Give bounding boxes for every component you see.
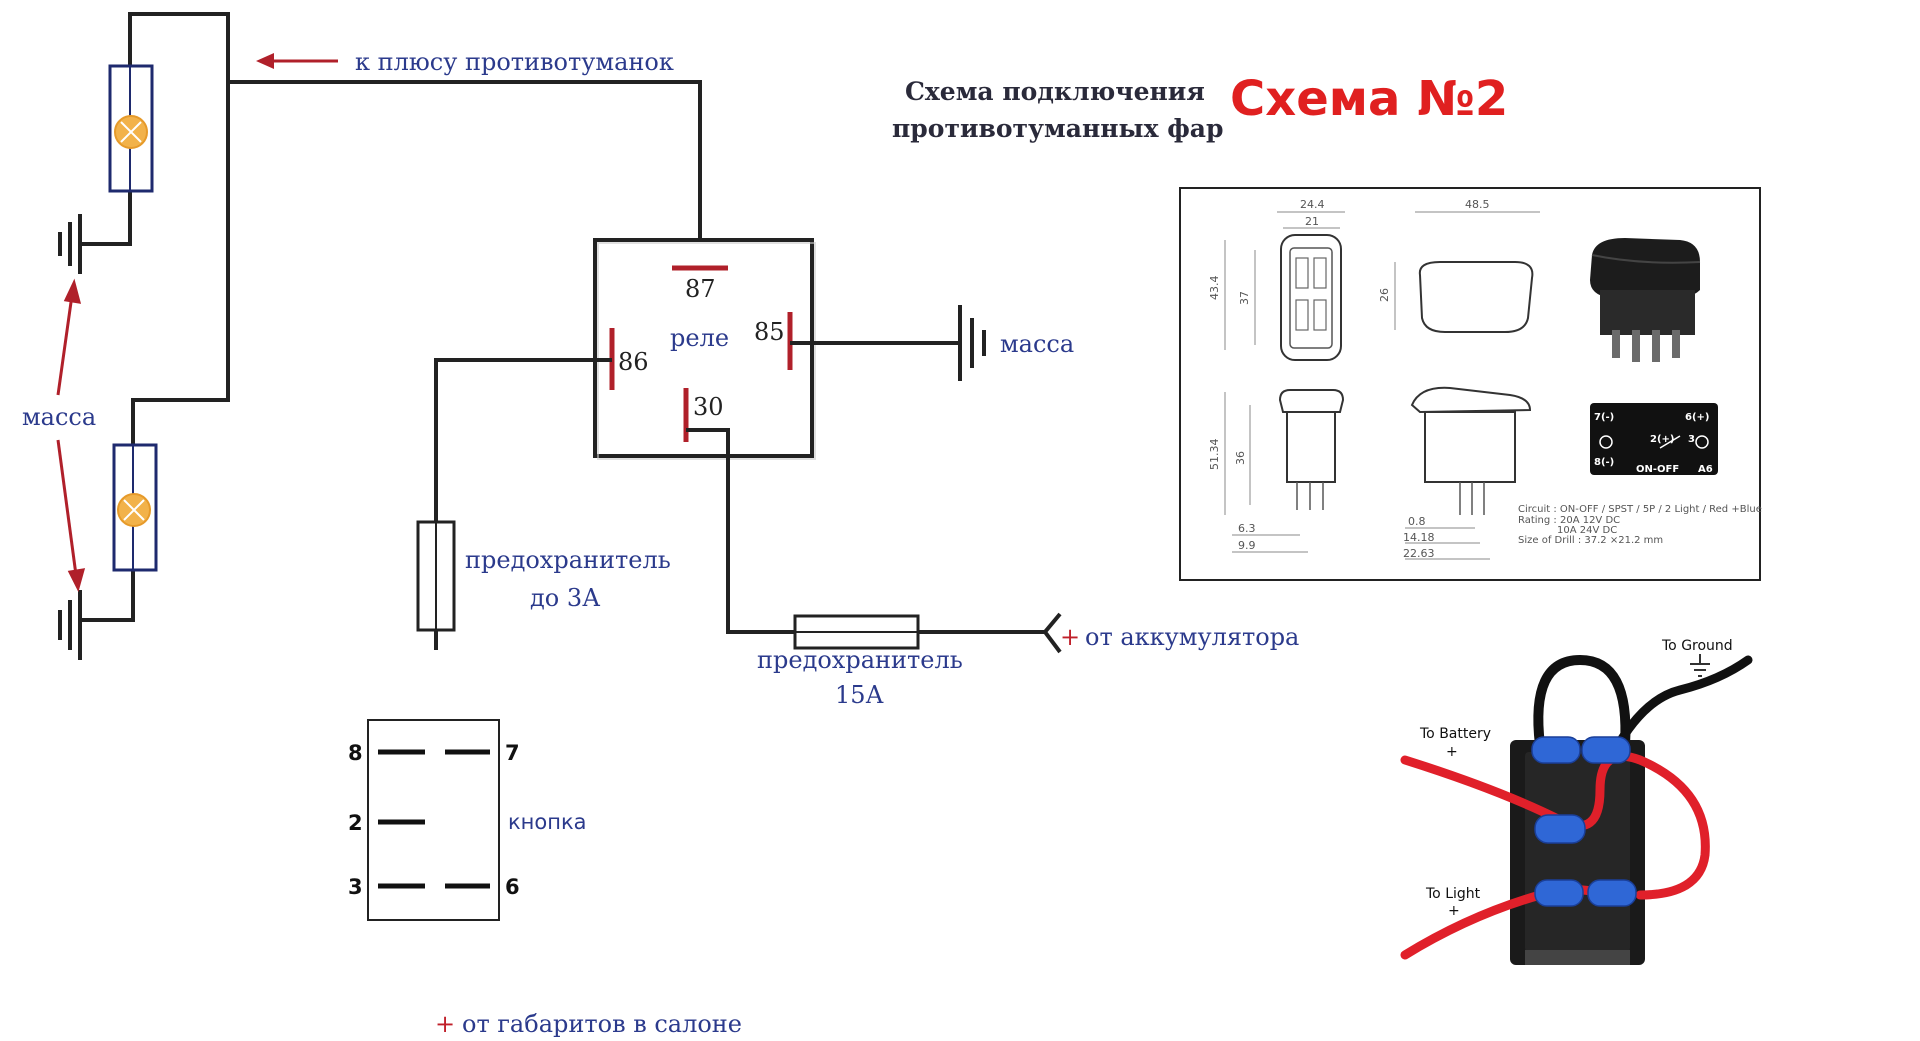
button-pin-7: 7 <box>505 741 520 765</box>
spec-rating-2: 10A 24V DC <box>1557 525 1617 536</box>
switch-technical-drawing: 7(-) 6(+) 2(+) 3 8(-) ON-OFF A6 24.4 21 … <box>1179 187 1762 581</box>
button-pin-2: 2 <box>348 811 363 835</box>
diagram-title-line2: противотуманных фар <box>892 114 1223 143</box>
fuse-15a-label-line1: предохранитель <box>757 646 963 674</box>
fuse-15a <box>793 614 920 650</box>
relay-label: реле <box>670 324 729 352</box>
fuse-15a-label-line2: 15А <box>835 681 884 709</box>
dim-37: 37 <box>1238 291 1251 305</box>
fuse-3a-label-line1: предохранитель <box>465 546 671 574</box>
schematic-pin-8: 8(-) <box>1594 457 1614 468</box>
parking-plus-sign: + <box>435 1010 455 1038</box>
dim-22-63: 22.63 <box>1403 547 1435 560</box>
photo-to-light-label: To Light <box>1425 886 1481 902</box>
relay-wires <box>434 341 1062 654</box>
ground-arrows <box>56 278 86 593</box>
schematic-code: A6 <box>1698 464 1713 475</box>
button-pin-3: 3 <box>348 875 363 899</box>
schematic-pin-6: 6(+) <box>1685 412 1709 423</box>
dim-48-5: 48.5 <box>1465 198 1490 211</box>
dim-36: 36 <box>1234 451 1247 465</box>
fog-lamp-circuit <box>80 12 702 622</box>
to-fog-plus-label: к плюсу противотуманок <box>355 48 674 76</box>
spec-drill-size: Size of Drill : 37.2 ×21.2 mm <box>1518 535 1663 546</box>
rocker-switch-3d-icon <box>1590 238 1701 362</box>
pin-86-label: 86 <box>618 348 649 376</box>
photo-to-ground-label: To Ground <box>1661 638 1733 654</box>
ground-symbol-icon <box>958 305 986 381</box>
spec-rating: Rating : 20A 12V DC <box>1518 515 1620 526</box>
pin-85-label: 85 <box>754 318 785 346</box>
arrow-left-icon <box>256 53 338 69</box>
dim-14-18: 14.18 <box>1403 531 1435 544</box>
dim-51-34: 51.34 <box>1208 439 1221 471</box>
switch-wiring-photo <box>1400 654 1753 965</box>
schematic-pin-3: 3 <box>1688 434 1695 445</box>
diagram-title-line1: Схема подключения <box>905 77 1205 106</box>
button-label: кнопка <box>508 810 587 834</box>
ground-label-left: масса <box>22 403 96 431</box>
dim-0-8: 0.8 <box>1408 515 1426 528</box>
dim-26: 26 <box>1378 288 1391 302</box>
button-pin-8: 8 <box>348 741 363 765</box>
from-battery-label: от аккумулятора <box>1085 623 1299 651</box>
fuse-3a-label-line2: до 3А <box>530 584 600 612</box>
lamp-icon <box>1695 435 1709 449</box>
photo-to-light-plus: + <box>1448 903 1460 919</box>
schematic-pin-2: 2(+) <box>1650 434 1674 445</box>
dim-21: 21 <box>1305 215 1319 228</box>
dim-6-3: 6.3 <box>1238 522 1256 535</box>
ground-symbol-icon <box>58 590 82 660</box>
ground-symbol-icon <box>58 214 82 274</box>
dim-9-9: 9.9 <box>1238 539 1256 552</box>
switch-schematic <box>1590 403 1718 475</box>
scheme-number-title: Схема №2 <box>1230 71 1508 127</box>
button-pinout <box>367 719 500 921</box>
photo-to-battery-label: To Battery <box>1419 726 1491 742</box>
fog-lamp-top <box>108 64 154 193</box>
from-parking-lights-label: от габаритов в салоне <box>462 1010 742 1038</box>
dim-43-4: 43.4 <box>1208 276 1221 301</box>
pin-30-label: 30 <box>693 393 724 421</box>
schematic-mode: ON-OFF <box>1636 464 1679 475</box>
photo-to-battery-plus: + <box>1446 744 1458 760</box>
ground-label-right: масса <box>1000 330 1074 358</box>
fuse-3a <box>416 520 456 632</box>
battery-plus-sign: + <box>1060 623 1080 651</box>
lamp-icon <box>1599 435 1613 449</box>
button-pin-6: 6 <box>505 875 520 899</box>
fog-lamp-bottom <box>112 443 158 572</box>
dim-24-4: 24.4 <box>1300 198 1325 211</box>
spec-circuit: Circuit : ON-OFF / SPST / 5P / 2 Light /… <box>1518 504 1762 515</box>
pin-87-label: 87 <box>685 275 716 303</box>
schematic-pin-7: 7(-) <box>1594 412 1614 423</box>
